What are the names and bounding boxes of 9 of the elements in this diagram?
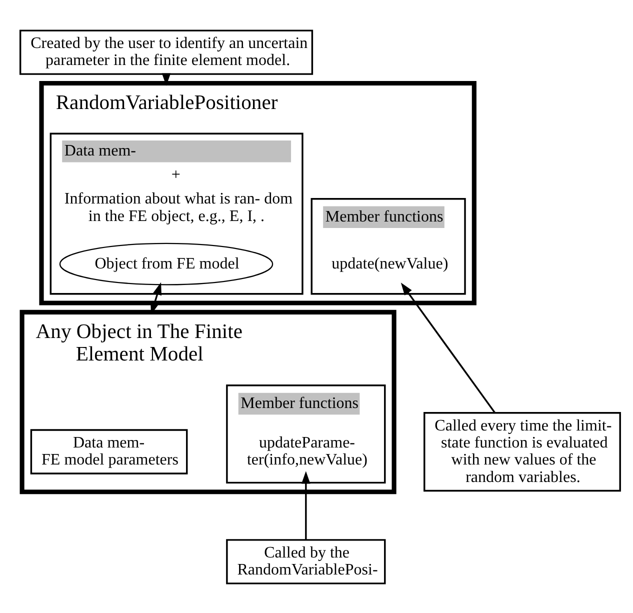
node-box: Called by the RandomVariablePosi- [226, 538, 386, 584]
node-text: update(newValue) [332, 254, 448, 272]
arrow [400, 282, 496, 413]
arrow [150, 282, 162, 314]
node-ellipse: Object from FE model [59, 242, 274, 285]
arrow [302, 470, 310, 540]
node-text: updateParame- ter(info,newValue) [246, 434, 368, 468]
node-box: Called every time the limit-state function is evaluated with new values of the random variables. [424, 412, 621, 492]
node-box: Data mem- FE model parameters [30, 428, 188, 474]
